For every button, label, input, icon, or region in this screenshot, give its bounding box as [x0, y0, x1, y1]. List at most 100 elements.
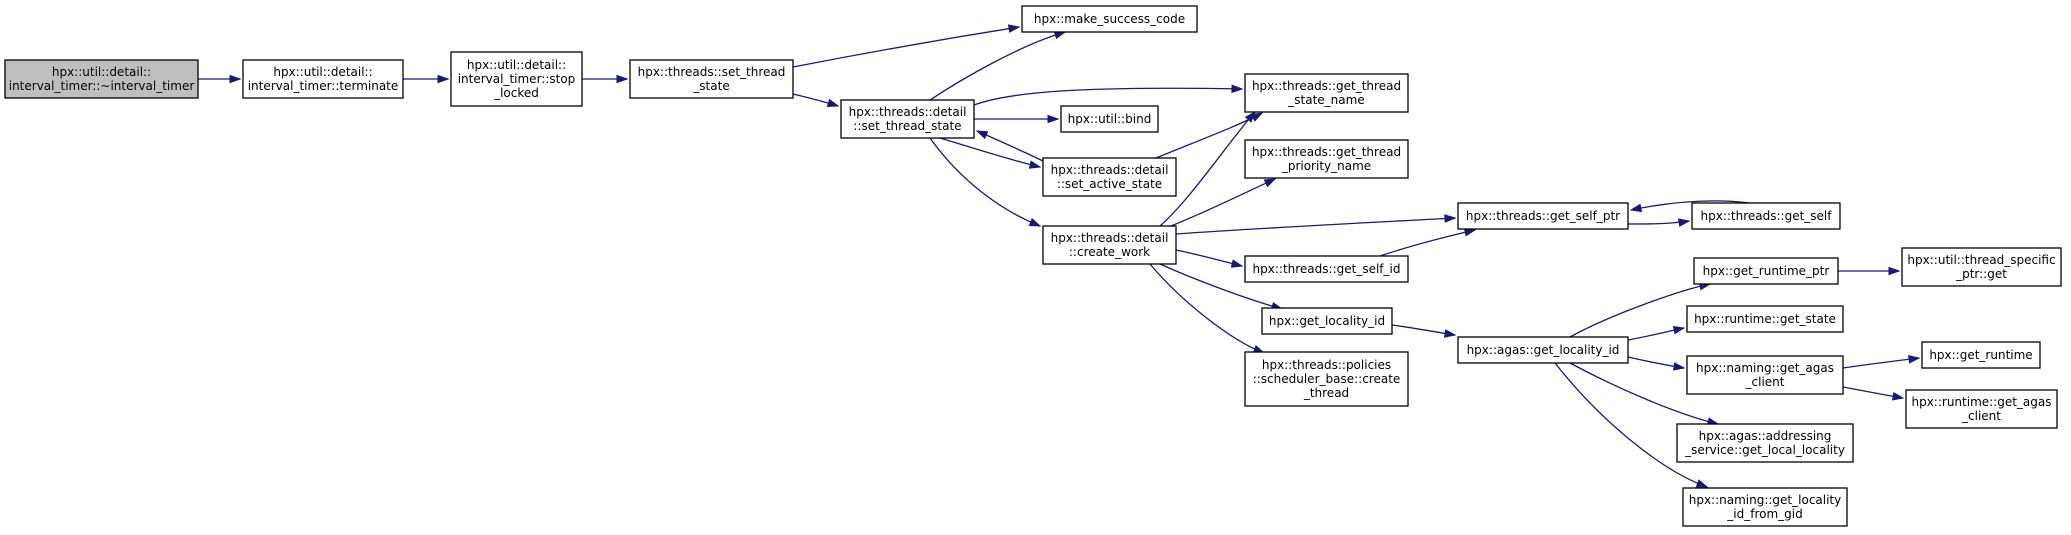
- arrowhead-icon: [437, 74, 450, 84]
- node-box: [1021, 5, 1198, 33]
- edge-layer: [198, 24, 1921, 488]
- node-get_runtime[interactable]: hpx::get_runtime: [1921, 341, 2041, 369]
- node-box: [629, 59, 794, 99]
- arrowhead-icon: [1891, 392, 1905, 401]
- node-label: hpx::threads::detail: [1051, 231, 1169, 245]
- edge-agas_get_locality_id-to-get_locality_id_from_gid: [1554, 362, 1708, 488]
- node-label: _thread: [1303, 386, 1349, 400]
- node-label: hpx::util::detail::: [273, 65, 372, 79]
- node-box: [1691, 202, 1841, 230]
- node-box: [1042, 225, 1177, 265]
- node-label: hpx::threads::policies: [1262, 358, 1391, 372]
- node-label: ::set_thread_state: [853, 119, 961, 133]
- node-set_thread_state[interactable]: hpx::threads::set_thread_state: [629, 59, 794, 99]
- arrowhead-icon: [1443, 329, 1457, 338]
- arrowhead-icon: [1028, 160, 1042, 169]
- node-get_locality_id[interactable]: hpx::get_locality_id: [1261, 307, 1393, 335]
- node-label: hpx::naming::get_locality: [1689, 493, 1842, 507]
- edge-detail_set_thread_state-to-make_success_code: [929, 31, 1066, 101]
- arrowhead-icon: [1263, 178, 1277, 188]
- arrowhead-icon: [1028, 218, 1042, 227]
- node-label: _client: [1961, 409, 2001, 423]
- node-label: hpx::threads::get_thread: [1252, 145, 1401, 159]
- node-box: [1244, 351, 1409, 407]
- node-label: hpx::threads::get_self: [1701, 209, 1833, 223]
- node-get_self[interactable]: hpx::threads::get_self: [1691, 202, 1841, 230]
- node-label: hpx::runtime::get_agas: [1911, 395, 2051, 409]
- node-label: hpx::make_success_code: [1034, 12, 1185, 26]
- node-naming_get_agas_client[interactable]: hpx::naming::get_agas_client: [1686, 355, 1844, 395]
- node-get_locality_id_from_gid[interactable]: hpx::naming::get_locality_id_from_gid: [1682, 487, 1848, 527]
- node-thread_specific_ptr_get[interactable]: hpx::util::thread_specific_ptr::get: [1901, 247, 2062, 287]
- node-label: hpx::agas::addressing: [1699, 429, 1832, 443]
- arrowhead-icon: [1244, 110, 1256, 123]
- node-runtime_get_agas_client[interactable]: hpx::runtime::get_agas_client: [1905, 389, 2058, 429]
- edge-get_self-to-get_self_ptr: [1630, 200, 1751, 211]
- node-get_self_ptr[interactable]: hpx::threads::get_self_ptr: [1457, 202, 1629, 230]
- node-label: hpx::util::detail::: [467, 58, 566, 72]
- node-label: _priority_name: [1281, 159, 1371, 173]
- arrowhead-icon: [1888, 266, 1901, 276]
- node-get_local_locality[interactable]: hpx::agas::addressing_service::get_local…: [1676, 423, 1854, 463]
- arrowhead-icon: [229, 74, 242, 84]
- node-label: hpx::util::thread_specific: [1907, 253, 2055, 267]
- arrowhead-icon: [1007, 24, 1021, 33]
- node-label: hpx::naming::get_agas: [1696, 361, 1834, 375]
- node-box: [1905, 389, 2058, 429]
- node-label: hpx::threads::get_self_id: [1253, 262, 1401, 276]
- arrowhead-icon: [616, 74, 629, 84]
- node-runtime_get_state[interactable]: hpx::runtime::get_state: [1686, 305, 1844, 333]
- node-box: [1042, 157, 1177, 197]
- node-label: _state_name: [1287, 93, 1364, 107]
- arrowhead-icon: [826, 98, 840, 108]
- node-box: [1686, 305, 1844, 333]
- node-interval_timer_dtor[interactable]: hpx::util::detail::interval_timer::~inte…: [4, 59, 199, 99]
- node-label: _service::get_local_locality: [1684, 443, 1845, 457]
- node-box: [4, 59, 199, 99]
- node-box: [1244, 255, 1409, 283]
- node-label: interval_timer::terminate: [248, 79, 399, 93]
- node-label: interval_timer::stop: [458, 72, 576, 86]
- node-set_active_state[interactable]: hpx::threads::detail::set_active_state: [1042, 157, 1177, 197]
- node-get_runtime_ptr[interactable]: hpx::get_runtime_ptr: [1693, 257, 1839, 285]
- node-get_thread_priority_name[interactable]: hpx::threads::get_thread_priority_name: [1244, 139, 1409, 179]
- node-interval_timer_stop_locked[interactable]: hpx::util::detail::interval_timer::stop_…: [450, 51, 583, 107]
- node-label: ::scheduler_base::create: [1253, 372, 1401, 386]
- node-scheduler_create_thread[interactable]: hpx::threads::policies::scheduler_base::…: [1244, 351, 1409, 407]
- node-agas_get_locality_id[interactable]: hpx::agas::get_locality_id: [1457, 336, 1629, 364]
- node-interval_timer_terminate[interactable]: hpx::util::detail::interval_timer::termi…: [242, 59, 404, 99]
- arrowhead-icon: [1047, 114, 1060, 124]
- arrowhead-icon: [1908, 355, 1921, 364]
- arrowhead-icon: [1444, 214, 1457, 223]
- arrowhead-icon: [1677, 218, 1691, 227]
- node-get_self_id[interactable]: hpx::threads::get_self_id: [1244, 255, 1409, 283]
- node-label: ::create_work: [1069, 245, 1150, 259]
- arrowhead-icon: [975, 130, 989, 140]
- node-label: hpx::threads::get_thread: [1252, 79, 1401, 93]
- node-label: _client: [1745, 375, 1785, 389]
- edge-detail_set_thread_state-to-create_work: [929, 137, 1041, 227]
- node-util_bind[interactable]: hpx::util::bind: [1060, 105, 1159, 133]
- node-make_success_code[interactable]: hpx::make_success_code: [1021, 5, 1198, 33]
- node-box: [1244, 73, 1409, 113]
- node-label: hpx::threads::get_self_ptr: [1466, 209, 1620, 223]
- node-label: ::set_active_state: [1057, 177, 1162, 191]
- node-box: [242, 59, 404, 99]
- node-box: [1676, 423, 1854, 463]
- node-label: _ptr::get: [1955, 267, 2007, 281]
- node-detail_set_thread_state[interactable]: hpx::threads::detail::set_thread_state: [840, 99, 975, 139]
- node-label: hpx::get_runtime_ptr: [1703, 264, 1830, 278]
- node-box: [1686, 355, 1844, 395]
- node-label: hpx::agas::get_locality_id: [1467, 343, 1620, 357]
- edge-create_work-to-get_self_ptr: [1175, 217, 1456, 235]
- arrowhead-icon: [1672, 325, 1686, 335]
- arrowhead-icon: [1695, 479, 1709, 488]
- node-box: [1244, 139, 1409, 179]
- node-layer: hpx::util::detail::interval_timer::~inte…: [4, 5, 2062, 527]
- arrowhead-icon: [1629, 203, 1643, 213]
- node-get_thread_state_name[interactable]: hpx::threads::get_thread_state_name: [1244, 73, 1409, 113]
- node-create_work[interactable]: hpx::threads::detail::create_work: [1042, 225, 1177, 265]
- arrowhead-icon: [1672, 362, 1686, 371]
- node-label: _id_from_gid: [1726, 507, 1802, 521]
- edge-agas_get_locality_id-to-get_runtime_ptr: [1569, 283, 1711, 338]
